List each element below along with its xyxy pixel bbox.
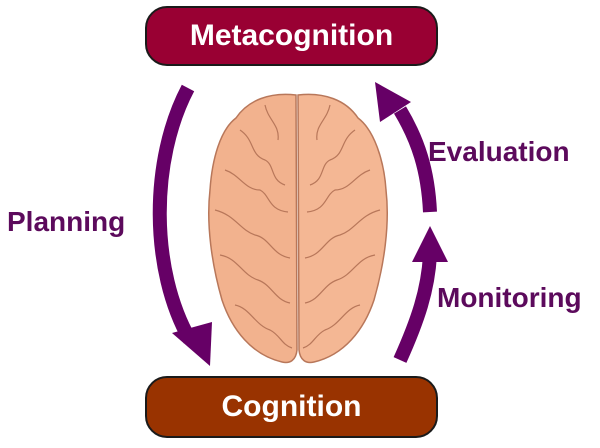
brain-right-hemisphere bbox=[297, 93, 388, 364]
monitoring-arrow-head bbox=[412, 226, 448, 262]
planning-arrow bbox=[152, 84, 212, 366]
planning-arrow-shaft bbox=[152, 84, 197, 344]
evaluation-arrow-head bbox=[375, 82, 411, 122]
monitoring-arrow bbox=[393, 226, 448, 363]
monitoring-label: Monitoring bbox=[437, 282, 582, 313]
brain-folds bbox=[214, 104, 381, 349]
brain-image bbox=[208, 93, 388, 364]
evaluation-label: Evaluation bbox=[428, 136, 570, 167]
metacognition-box: Metacognition bbox=[145, 6, 438, 66]
brain-left-hemisphere bbox=[208, 93, 298, 364]
cognition-box: Cognition bbox=[145, 376, 438, 438]
monitoring-arrow-shaft bbox=[393, 254, 437, 363]
evaluation-arrow-shaft bbox=[393, 106, 437, 213]
evaluation-arrow bbox=[375, 82, 437, 213]
planning-label: Planning bbox=[7, 206, 126, 237]
planning-arrow-head bbox=[172, 322, 212, 366]
